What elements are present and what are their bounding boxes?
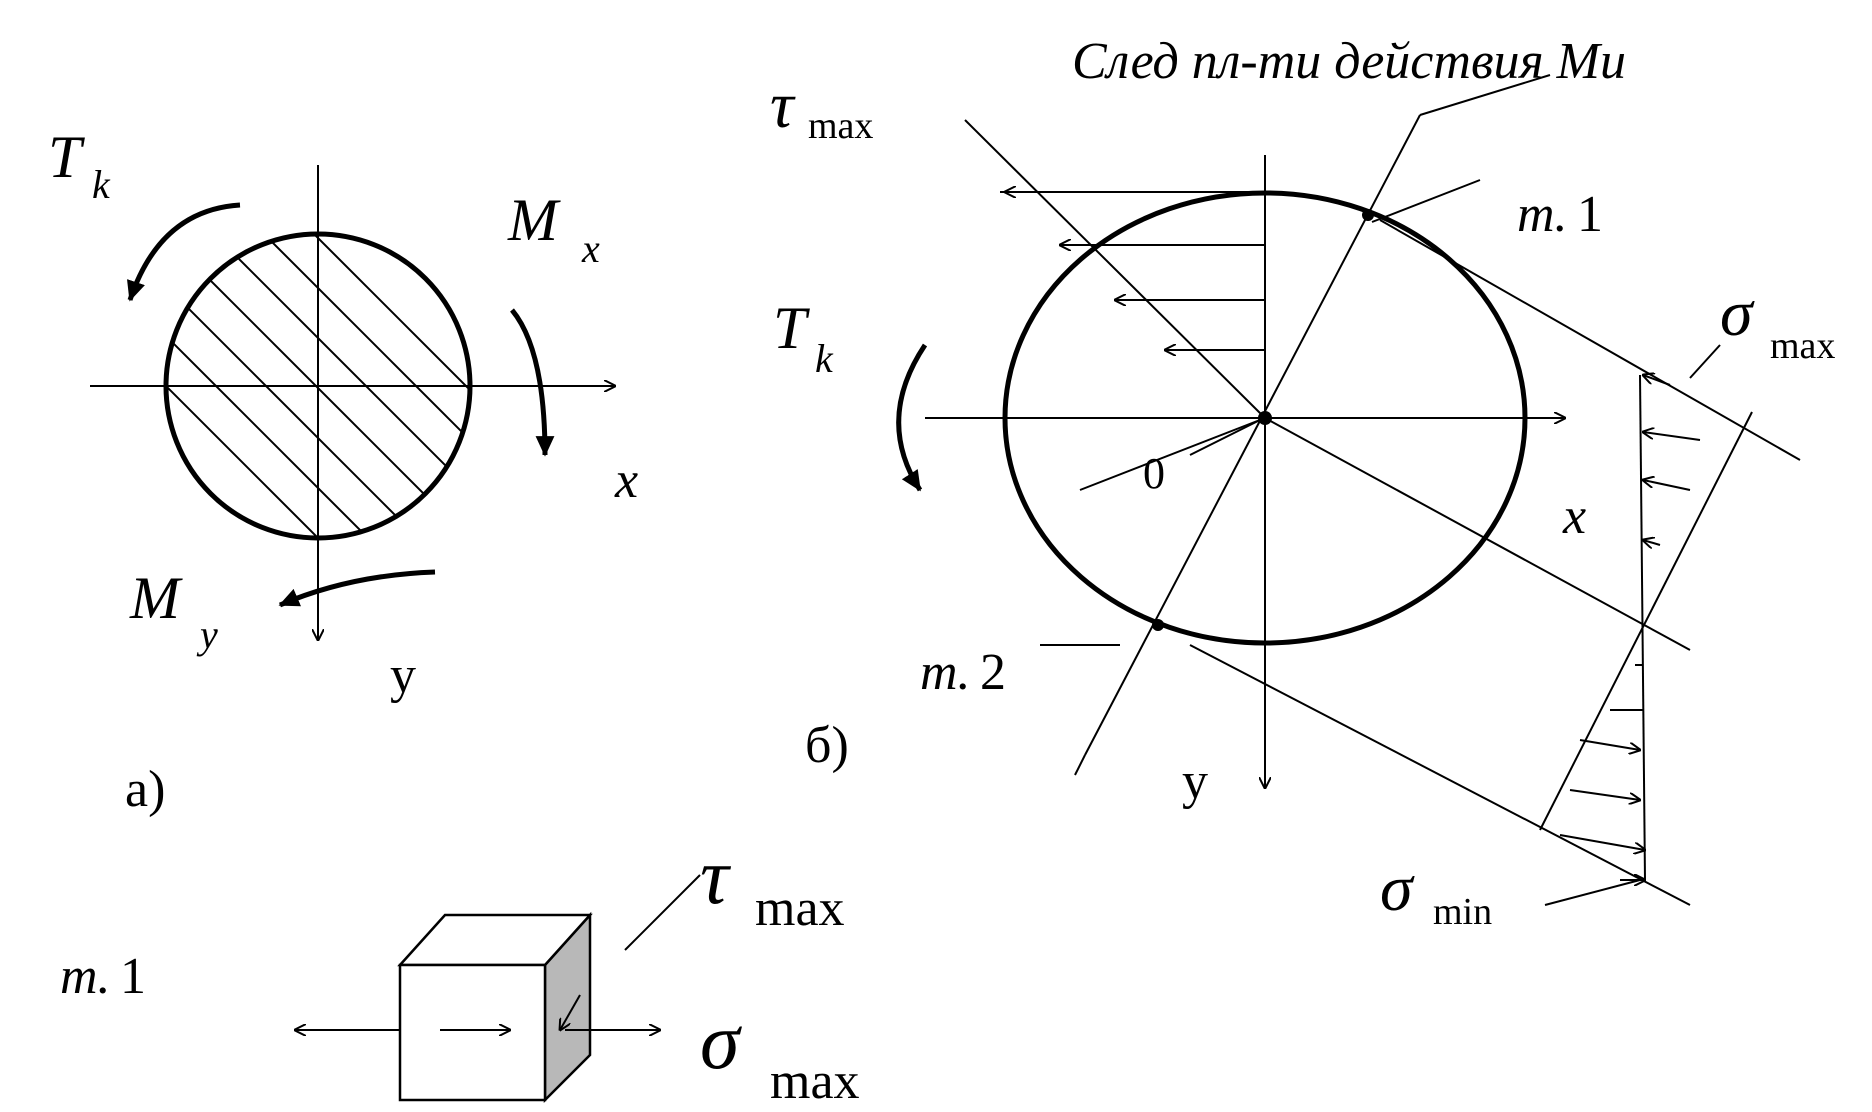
element-point-num: 1 [120,948,146,1005]
tau-max-sub-b: max [808,105,873,147]
point-1-label: m. [1517,186,1568,243]
trace-leader [1419,74,1551,116]
neutral-axis [1264,417,1691,651]
sigma-min-sub: min [1433,891,1492,933]
moment-x-sub: x [581,226,600,271]
moment-y-arrow [278,569,436,608]
point-1-dot [1362,209,1374,221]
caption-b: б) [805,717,849,774]
sigma-distribution-arrows [1559,375,1701,880]
moment-x-label: M [507,187,561,253]
moment-x-arrow [510,308,555,457]
torque-label-a: T [48,124,85,190]
panel-a: T k M x M y x y а) [48,124,638,818]
tau-envelope-line [964,119,1266,419]
tau-max-leader-b [1074,754,1086,776]
projection-top [1379,219,1801,461]
torque-sub-b: k [815,336,834,381]
element-sigma-sub: max [770,1053,860,1107]
tau-max-leader-e [624,874,701,951]
sigma-max-leader [1689,344,1721,379]
neutral-axis-dash [1079,417,1266,491]
tau-arrow-side [560,994,581,1030]
moment-y-sub: y [196,612,218,657]
point-2-num: 2 [980,644,1006,701]
axis-x-label-b: x [1562,488,1586,545]
moment-y-label: M [129,565,183,631]
point-1-leader [1371,179,1481,223]
element-sigma-symbol: σ [700,998,742,1086]
point-2-label: m. [920,644,971,701]
sigma-min-symbol: σ [1380,852,1415,925]
stress-element: m. 1 τ max σ max [60,833,860,1110]
sigma-max-sub: max [1770,325,1835,367]
projection-bottom [1189,644,1691,906]
torque-arrow-b [896,343,928,492]
axis-y-label-b: y [1182,753,1208,810]
element-front-face [398,963,547,1102]
origin-label: 0 [1143,449,1165,498]
origin-dot [1258,411,1272,425]
axis-x-label-a: x [614,452,638,509]
bending-plane-trace [1084,114,1421,756]
tau-max-symbol-b: τ [770,69,796,142]
sigma-min-leader [1544,879,1641,906]
panel-b: След пл-ти действия Mи τ max σ max σ min… [770,33,1835,933]
torque-label-b: T [773,295,810,361]
torque-sub-a: k [92,162,111,207]
element-tau-symbol: τ [700,833,732,921]
tau-distribution-arrows [1005,192,1265,350]
trace-label: След пл-ти действия Mи [1072,33,1626,90]
caption-a: а) [125,761,165,818]
torque-arrow-a [127,202,241,302]
sigma-max-symbol: σ [1720,277,1755,350]
point-2-dot [1152,619,1164,631]
origin-leader [1189,419,1261,456]
element-tau-sub: max [755,880,845,937]
point-1-num: 1 [1577,186,1603,243]
sigma-envelope [1539,411,1753,831]
element-point-label: m. [60,948,111,1005]
axis-y-label-a: y [390,647,416,704]
